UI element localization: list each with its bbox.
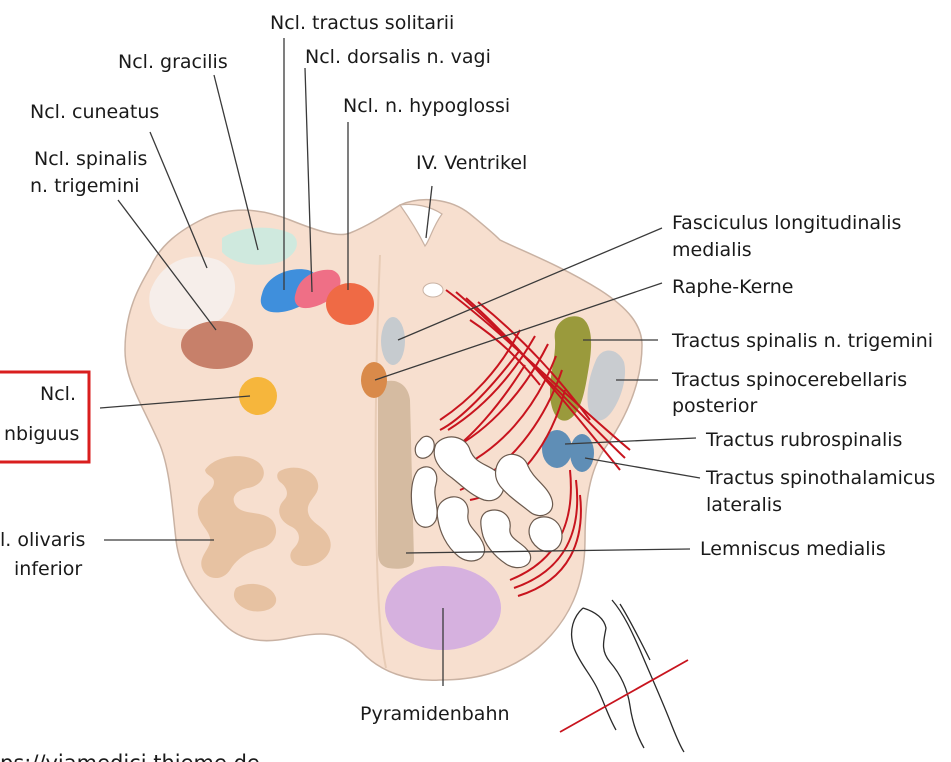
label-spinalis-trigemini-line2: n. trigemini (30, 175, 140, 197)
label-iv-ventrikel: IV. Ventrikel (416, 152, 527, 174)
small-white-spot (423, 283, 443, 297)
label-rubrospinalis: Tractus rubrospinalis (705, 429, 902, 451)
label-olivaris-line1: l. olivaris (0, 529, 85, 551)
label-gracilis: Ncl. gracilis (118, 51, 228, 73)
tractus-spinothalamicus (570, 434, 594, 472)
label-olivaris-line2: inferior (14, 558, 82, 580)
label-ambiguus-line1: Ncl. (40, 383, 76, 405)
fasciculus-longitudinalis-medialis (381, 317, 405, 365)
label-lemniscus: Lemniscus medialis (700, 538, 886, 560)
nucleus-gracilis (222, 228, 297, 265)
label-dorsalis-vagi: Ncl. dorsalis n. vagi (305, 46, 491, 68)
label-spinocerebellaris-line1: Tractus spinocerebellaris (671, 369, 907, 391)
raphe-nuclei (361, 362, 387, 398)
label-spinalis-trigemini-line1: Ncl. spinalis (34, 148, 147, 170)
label-tractus-solitarii: Ncl. tractus solitarii (270, 12, 454, 34)
source-url: ps://viamedici.thieme.de (0, 751, 260, 762)
label-spinothalamicus-line2: lateralis (706, 494, 782, 516)
section-plane-line (560, 660, 688, 732)
label-hypoglossi: Ncl. n. hypoglossi (343, 95, 510, 117)
label-raphe: Raphe-Kerne (672, 276, 794, 298)
label-spinothalamicus-line1: Tractus spinothalamicus (705, 467, 935, 489)
label-pyramidenbahn: Pyramidenbahn (360, 703, 510, 725)
orientation-inset (572, 600, 684, 752)
label-flm-line1: Fasciculus longitudinalis (672, 212, 901, 234)
nucleus-spinalis-trigemini (181, 321, 253, 369)
label-spinocerebellaris-line2: posterior (672, 395, 757, 417)
nucleus-hypoglossi (326, 283, 374, 325)
label-ambiguus-line2: nbiguus (4, 423, 79, 445)
label-flm-line2: medialis (672, 239, 752, 261)
lemniscus-medialis-band (378, 381, 414, 569)
label-cuneatus: Ncl. cuneatus (30, 101, 159, 123)
label-tractus-spinalis-trigemini: Tractus spinalis n. trigemini (671, 330, 933, 352)
